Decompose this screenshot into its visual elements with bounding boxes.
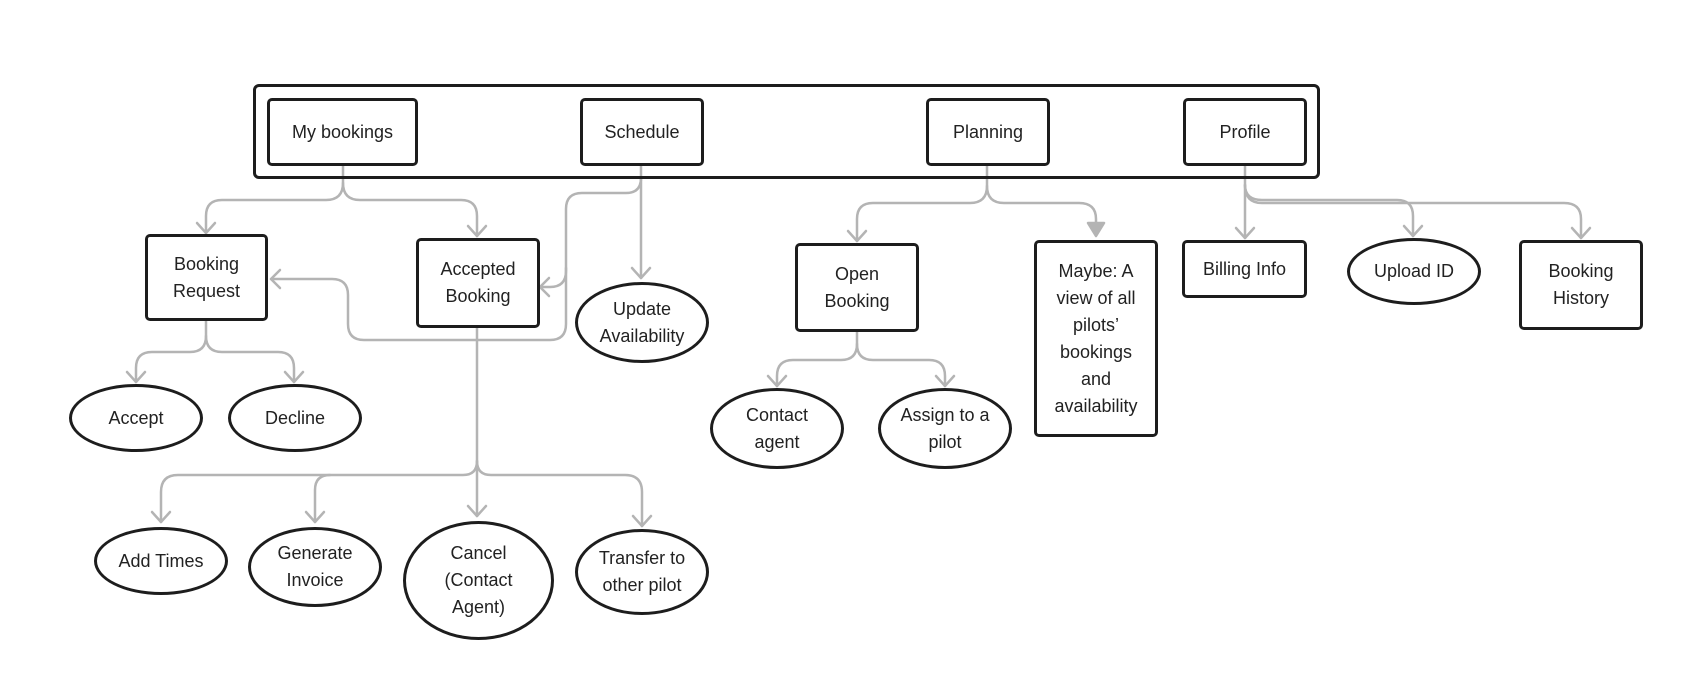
connector-open-to-contact <box>775 330 859 388</box>
arrowhead <box>631 514 653 528</box>
connector-schedule-to-request <box>269 266 568 342</box>
billing-info-label: Billing Info <box>1202 258 1287 279</box>
nav-my-bookings[interactable]: My bookings <box>267 98 418 166</box>
arrowhead <box>538 276 551 298</box>
connector-mybookings-to-request <box>204 164 345 235</box>
arrowhead <box>846 229 868 243</box>
pilots-overview-label: Maybe: A view of all pilots’ bookings an… <box>1054 260 1138 416</box>
arrowhead <box>150 510 172 524</box>
booking-history-node[interactable]: Booking History <box>1519 240 1643 330</box>
booking-request-node[interactable]: Booking Request <box>145 234 268 321</box>
add-times-label: Add Times <box>118 550 204 571</box>
upload-id-node[interactable]: Upload ID <box>1347 238 1481 305</box>
arrowhead <box>466 224 488 238</box>
connector-schedule-to-accepted <box>538 176 643 289</box>
top-nav-frame <box>253 84 1320 179</box>
arrowhead <box>766 374 788 388</box>
arrowhead <box>269 268 282 290</box>
connector-request-to-accept <box>134 319 208 384</box>
arrowhead <box>304 510 326 524</box>
billing-info-node[interactable]: Billing Info <box>1182 240 1307 298</box>
cancel-contact-agent-node[interactable]: Cancel (Contact Agent) <box>403 521 554 640</box>
arrowhead <box>630 266 652 280</box>
accepted-booking-label: Accepted Booking <box>440 259 516 306</box>
transfer-pilot-label: Transfer to other pilot <box>598 548 686 595</box>
accept-label: Accept <box>108 407 164 428</box>
connector-accepted-to-transfer <box>475 459 644 528</box>
arrowhead <box>125 370 147 384</box>
arrowhead <box>1234 226 1256 240</box>
accepted-booking-node[interactable]: Accepted Booking <box>416 238 540 328</box>
booking-request-label: Booking Request <box>172 253 241 301</box>
connector-accepted-to-addtimes <box>159 459 479 524</box>
arrowhead <box>1402 224 1424 238</box>
arrowhead <box>466 504 488 518</box>
accept-node[interactable]: Accept <box>69 384 203 452</box>
connector-accepted-to-invoice <box>313 473 332 524</box>
nav-schedule-label: Schedule <box>604 121 680 142</box>
upload-id-label: Upload ID <box>1373 261 1455 281</box>
update-availability-node[interactable]: Update Availability <box>575 282 709 363</box>
connector-planning-to-open <box>855 164 989 243</box>
generate-invoice-label: Generate Invoice <box>277 543 353 590</box>
connector-mybookings-to-accepted <box>341 181 479 238</box>
update-availability-label: Update Availability <box>599 298 685 346</box>
nav-planning[interactable]: Planning <box>926 98 1050 166</box>
nav-schedule[interactable]: Schedule <box>580 98 704 166</box>
assign-pilot-label: Assign to a pilot <box>900 404 990 452</box>
booking-history-label: Booking History <box>1548 261 1614 308</box>
generate-invoice-node[interactable]: Generate Invoice <box>248 527 382 607</box>
decline-label: Decline <box>264 407 326 428</box>
transfer-pilot-node[interactable]: Transfer to other pilot <box>575 529 709 615</box>
arrowhead-filled <box>1086 221 1106 238</box>
open-booking-node[interactable]: Open Booking <box>795 243 919 332</box>
cancel-contact-agent-label: Cancel (Contact Agent) <box>444 543 513 617</box>
arrowhead <box>1570 226 1592 240</box>
pilots-overview-node[interactable]: Maybe: A view of all pilots’ bookings an… <box>1034 240 1158 437</box>
connector-planning-to-maybe <box>985 184 1098 235</box>
arrowhead <box>283 370 305 384</box>
decline-node[interactable]: Decline <box>228 384 362 452</box>
connector-profile-to-upload <box>1243 183 1415 238</box>
nav-my-bookings-label: My bookings <box>291 121 394 142</box>
contact-agent-label: Contact agent <box>745 404 809 452</box>
connector-request-to-decline <box>204 334 296 384</box>
add-times-node[interactable]: Add Times <box>94 527 228 595</box>
contact-agent-node[interactable]: Contact agent <box>710 388 844 469</box>
nav-planning-label: Planning <box>952 121 1024 142</box>
arrowhead <box>934 374 956 388</box>
connector-open-to-assign <box>855 342 947 388</box>
open-booking-label: Open Booking <box>824 263 890 311</box>
nav-profile-label: Profile <box>1219 121 1271 142</box>
connector-profile-to-history <box>1243 183 1583 240</box>
assign-pilot-node[interactable]: Assign to a pilot <box>878 388 1012 469</box>
arrowhead <box>195 221 217 235</box>
nav-profile[interactable]: Profile <box>1183 98 1307 166</box>
